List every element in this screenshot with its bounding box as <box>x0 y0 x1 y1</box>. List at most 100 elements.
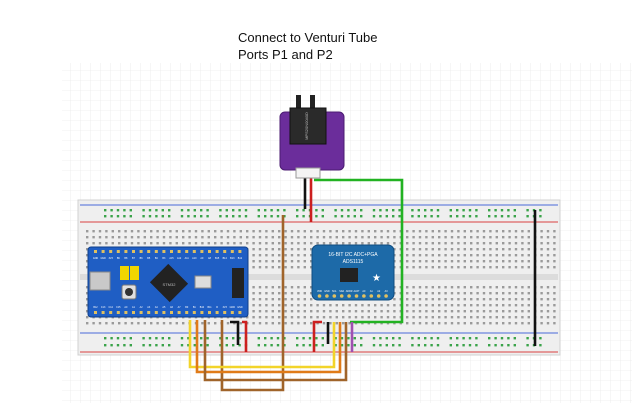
breadboard-hole <box>425 304 428 307</box>
breadboard-hole <box>502 242 505 245</box>
mcu-pin <box>101 250 105 253</box>
breadboard-hole <box>374 242 377 245</box>
breadboard-hole <box>406 316 409 319</box>
breadboard-hole <box>86 260 89 263</box>
breadboard-hole <box>316 310 319 313</box>
breadboard-hole <box>271 260 274 263</box>
rail-hole <box>436 215 440 218</box>
rail-hole <box>424 337 427 340</box>
breadboard-hole <box>540 266 543 269</box>
breadboard-hole <box>354 242 358 245</box>
breadboard-hole <box>495 304 498 307</box>
breadboard-hole <box>502 248 505 251</box>
breadboard-hole <box>278 304 281 307</box>
breadboard-hole <box>284 266 287 269</box>
rail-hole <box>148 337 152 340</box>
breadboard-hole <box>201 242 204 245</box>
breadboard-hole <box>329 304 332 307</box>
breadboard-hole <box>322 322 326 325</box>
breadboard-hole <box>438 230 441 233</box>
breadboard-hole <box>463 310 466 313</box>
rail-hole <box>347 344 350 347</box>
breadboard-hole <box>425 236 428 239</box>
breadboard-hole <box>450 230 454 233</box>
rail-hole <box>129 344 132 347</box>
rail-hole <box>526 337 529 340</box>
breadboard-hole <box>444 236 447 239</box>
breadboard-hole <box>290 316 294 319</box>
breadboard-hole <box>412 286 415 289</box>
mcu-pin <box>116 250 120 253</box>
breadboard-hole <box>182 242 185 245</box>
breadboard-hole <box>316 242 319 245</box>
breadboard-hole <box>367 316 370 319</box>
breadboard-hole <box>290 236 294 239</box>
breadboard-hole <box>502 260 505 263</box>
breadboard-hole <box>335 322 338 325</box>
rail-hole <box>468 337 472 340</box>
breadboard-hole <box>175 242 178 245</box>
breadboard-hole <box>130 322 134 325</box>
rail-hole <box>449 344 452 347</box>
rail-hole <box>475 344 478 347</box>
rail-hole <box>353 337 356 340</box>
breadboard-hole <box>527 230 530 233</box>
breadboard-hole <box>194 242 198 245</box>
breadboard-hole <box>271 248 274 251</box>
rail-hole <box>219 215 222 218</box>
breadboard-hole <box>553 322 556 325</box>
rail-hole <box>283 215 286 218</box>
breadboard-hole <box>508 310 511 313</box>
breadboard-hole <box>508 236 511 239</box>
breadboard-hole <box>271 266 274 269</box>
breadboard-hole <box>86 286 89 289</box>
breadboard-hole <box>495 292 498 295</box>
breadboard-hole <box>393 304 396 307</box>
breadboard-hole <box>406 292 409 295</box>
breadboard-hole <box>540 236 543 239</box>
port-p1 <box>296 95 301 109</box>
adc-pin <box>369 294 374 298</box>
breadboard-hole <box>393 236 396 239</box>
breadboard-hole <box>438 260 441 263</box>
breadboard-hole <box>226 230 230 233</box>
rail-hole <box>110 215 113 218</box>
breadboard-hole <box>393 298 396 301</box>
rail-hole <box>539 337 542 340</box>
breadboard-hole <box>207 242 210 245</box>
breadboard-hole <box>457 236 460 239</box>
rail-hole <box>238 337 241 340</box>
breadboard-hole <box>348 316 351 319</box>
breadboard-hole <box>457 242 460 245</box>
rail-hole <box>340 337 344 340</box>
rail-hole <box>187 344 190 347</box>
breadboard-hole <box>482 260 486 263</box>
breadboard-hole <box>495 316 498 319</box>
breadboard-hole <box>310 322 313 325</box>
breadboard-hole <box>342 316 345 319</box>
breadboard-hole <box>386 304 390 307</box>
mcu-pin-label: A3 <box>147 306 151 309</box>
breadboard-hole <box>367 236 370 239</box>
mcu-pin-label: A6 <box>170 306 174 309</box>
wire-green-sensor-to-adc <box>314 178 404 324</box>
breadboard-hole <box>86 310 89 313</box>
mcu-pin-label: B10 <box>200 306 205 309</box>
rail-hole <box>321 215 324 218</box>
rail-hole <box>347 209 350 212</box>
wire-orange-mcu-to-adc <box>195 320 342 374</box>
breadboard-hole <box>265 248 268 251</box>
breadboard-hole <box>137 242 140 245</box>
rail-hole <box>276 337 280 340</box>
breadboard-hole <box>425 322 428 325</box>
breadboard-hole <box>444 260 447 263</box>
breadboard-hole <box>508 304 511 307</box>
mcu-pin <box>185 311 189 314</box>
breadboard-hole <box>278 230 281 233</box>
breadboard-hole <box>553 248 556 251</box>
breadboard-hole <box>201 230 204 233</box>
breadboard-hole <box>105 230 108 233</box>
rail-hole <box>302 337 305 340</box>
breadboard-hole <box>303 310 306 313</box>
